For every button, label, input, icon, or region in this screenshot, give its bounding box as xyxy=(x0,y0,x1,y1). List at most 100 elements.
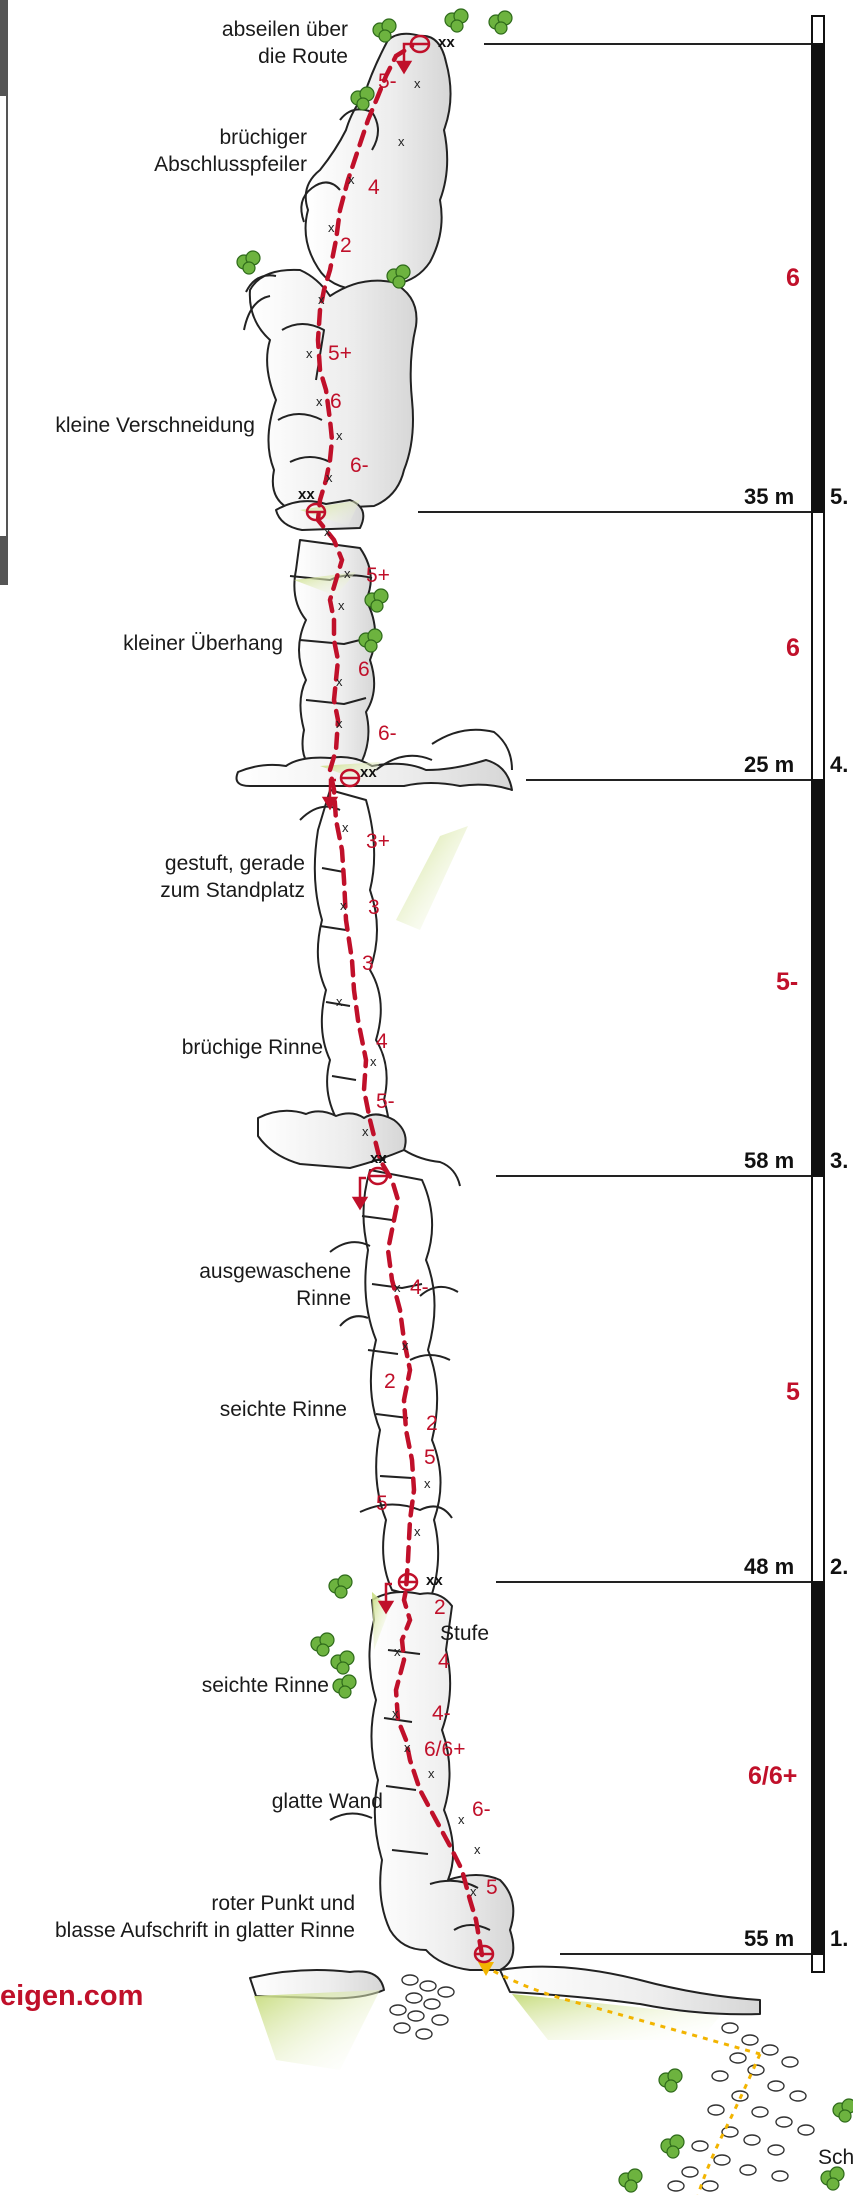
annotation-line: glatte Wand xyxy=(272,1788,383,1815)
pitch-number-4: 4. xyxy=(830,752,848,778)
bolt-mark: x xyxy=(414,1524,421,1539)
annotation-ausgewaschene: ausgewaschene Rinne xyxy=(199,1258,351,1312)
bolt-mark: x xyxy=(398,134,405,149)
pitch-grade-5: 6 xyxy=(786,264,800,293)
annotation-line: blasse Aufschrift in glatter Rinne xyxy=(55,1917,355,1944)
anchor-label: xx xyxy=(438,34,455,51)
route-grade: 6 xyxy=(330,390,342,414)
annotation-roter-punkt: roter Punkt und blasse Aufschrift in gla… xyxy=(55,1890,355,1944)
route-grade: 6/6+ xyxy=(424,1738,465,1762)
pitch-number-5: 5. xyxy=(830,484,848,510)
annotation-seichte-rinne-1: seichte Rinne xyxy=(220,1396,347,1423)
bolt-mark: x xyxy=(394,1644,401,1659)
route-grade: 2 xyxy=(434,1596,446,1620)
partial-label: Sch xyxy=(818,2146,853,2170)
bolt-mark: x xyxy=(458,1812,465,1827)
annotation-stufe: Stufe xyxy=(440,1620,489,1647)
bolt-mark: x xyxy=(336,994,343,1009)
annotation-line: Stufe xyxy=(440,1620,489,1647)
pitch-grade-3: 5- xyxy=(776,968,798,997)
bolt-mark: x xyxy=(474,1842,481,1857)
route-grade: 6 xyxy=(358,658,370,682)
annotation-abseilen: abseilen über die Route xyxy=(222,16,348,70)
route-grade: 4 xyxy=(368,176,380,200)
route-grade: 5 xyxy=(486,1876,498,1900)
bolt-mark: x xyxy=(336,716,343,731)
annotation-line: die Route xyxy=(222,43,348,70)
pitch-length-1: 55 m xyxy=(744,1926,794,1952)
annotation-line: Rinne xyxy=(199,1285,351,1312)
annotation-seichte-rinne-2: seichte Rinne xyxy=(202,1672,329,1699)
bolt-mark: x xyxy=(362,1124,369,1139)
route-grade: 5 xyxy=(424,1446,436,1470)
annotation-ueberhang: kleiner Überhang xyxy=(123,630,283,657)
website-credit: eigen.com xyxy=(0,1980,143,2013)
pitch-length-4: 25 m xyxy=(744,752,794,778)
bolt-mark: x xyxy=(428,1766,435,1781)
bolt-mark: x xyxy=(326,470,333,485)
route-grade: 2 xyxy=(426,1412,438,1436)
annotation-line: kleine Verschneidung xyxy=(55,412,255,439)
route-grade: 6- xyxy=(378,722,397,746)
bolt-mark: x xyxy=(324,524,331,539)
pitch-grade-1: 6/6+ xyxy=(748,1762,797,1791)
rock-formation xyxy=(237,34,761,2015)
annotation-line: brüchige Rinne xyxy=(182,1034,323,1061)
pitch-number-1: 1. xyxy=(830,1926,848,1952)
pitch-length-3: 58 m xyxy=(744,1148,794,1174)
bolt-mark: x xyxy=(414,76,421,91)
bolt-mark: x xyxy=(306,346,313,361)
route-grade: 3 xyxy=(368,896,380,920)
route-grade: 5 xyxy=(376,1492,388,1516)
pitch-grade-4: 6 xyxy=(786,634,800,663)
annotation-line: brüchiger xyxy=(154,124,307,151)
bolt-mark: x xyxy=(336,428,343,443)
anchor-label: xx xyxy=(298,486,315,503)
route-grade: 4 xyxy=(438,1650,450,1674)
annotation-line: seichte Rinne xyxy=(202,1672,329,1699)
pitch-length-2: 48 m xyxy=(744,1554,794,1580)
route-grade: 2 xyxy=(340,234,352,258)
annotation-line: gestuft, gerade xyxy=(160,850,305,877)
bolt-mark: x xyxy=(348,172,355,187)
bolt-mark: x xyxy=(424,1476,431,1491)
anchor-label: xx xyxy=(360,764,377,781)
pitch-leader-lines xyxy=(418,44,812,1954)
route-grade: 3 xyxy=(362,952,374,976)
bolt-mark: x xyxy=(470,1884,477,1899)
route-grade: 4 xyxy=(376,1030,388,1054)
pitch-number-2: 2. xyxy=(830,1554,848,1580)
route-grade: 5- xyxy=(378,70,397,94)
bolt-mark: x xyxy=(338,598,345,613)
route-grade: 3+ xyxy=(366,830,390,854)
annotation-line: abseilen über xyxy=(222,16,348,43)
bolt-mark: x xyxy=(370,1054,377,1069)
bolt-mark: x xyxy=(344,566,351,581)
annotation-bruechige-rinne: brüchige Rinne xyxy=(182,1034,323,1061)
annotation-line: ausgewaschene xyxy=(199,1258,351,1285)
bolt-mark: x xyxy=(318,292,325,307)
pitch-number-3: 3. xyxy=(830,1148,848,1174)
bolt-mark: x xyxy=(394,1280,401,1295)
annotation-line: roter Punkt und xyxy=(55,1890,355,1917)
anchor-label: xx xyxy=(426,1572,443,1589)
annotation-gestuft: gestuft, gerade zum Standplatz xyxy=(160,850,305,904)
bolt-mark: x xyxy=(342,820,349,835)
scale-bar xyxy=(812,16,824,1972)
annotation-line: zum Standplatz xyxy=(160,877,305,904)
route-grade: 6- xyxy=(350,454,369,478)
annotation-glatte-wand: glatte Wand xyxy=(272,1788,383,1815)
annotation-line: Abschlusspfeiler xyxy=(154,151,307,178)
route-grade: 4- xyxy=(432,1702,451,1726)
bolt-mark: x xyxy=(336,674,343,689)
route-grade: 4- xyxy=(410,1276,429,1300)
annotation-line: kleiner Überhang xyxy=(123,630,283,657)
route-grade: 5+ xyxy=(328,342,352,366)
bolt-mark: x xyxy=(328,220,335,235)
bolt-mark: x xyxy=(402,1338,409,1353)
annotation-line: seichte Rinne xyxy=(220,1396,347,1423)
route-grade: 5- xyxy=(376,1090,395,1114)
bolt-mark: x xyxy=(404,1740,411,1755)
anchor-label: xx xyxy=(370,1150,387,1167)
